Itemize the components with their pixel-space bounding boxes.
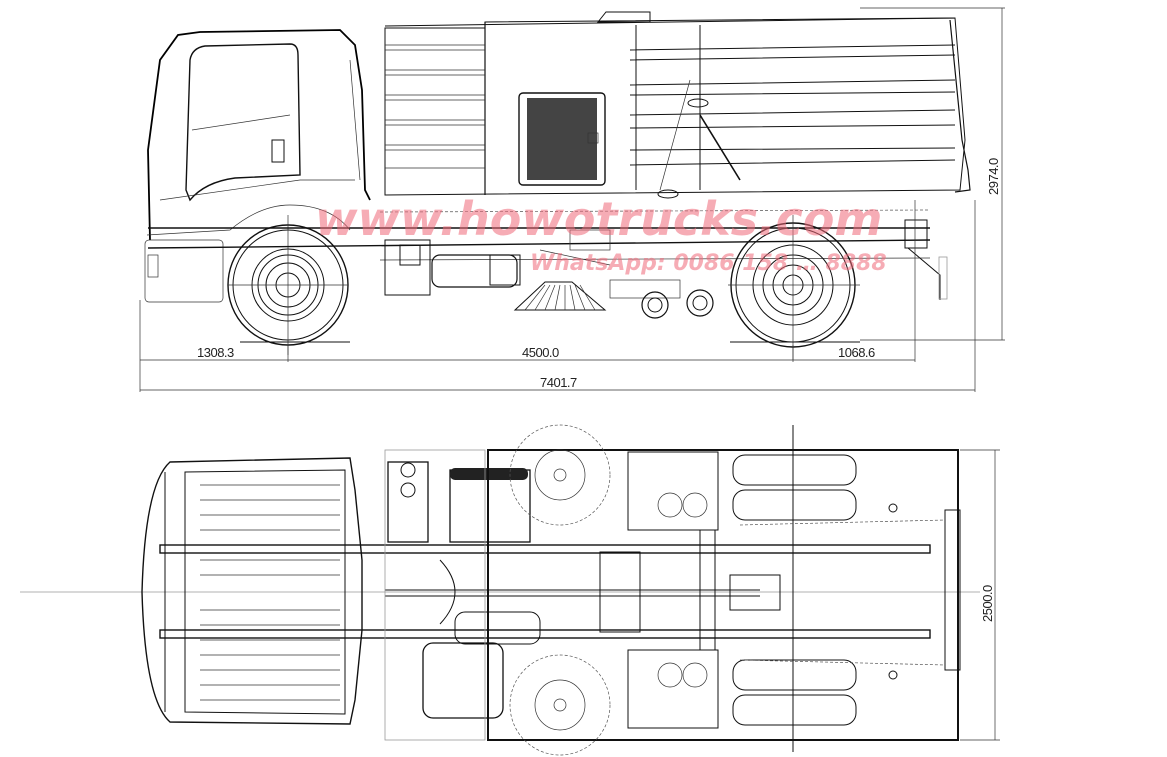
chassis-top (159, 544, 931, 645)
side-dimensions (139, 7, 1005, 392)
dim-overall-length: 7401.7 (540, 375, 577, 390)
watermark-whatsapp: WhatsApp: 0086 158 … 8888 (530, 251, 887, 276)
watermark-website: www.howotrucks.com (315, 192, 882, 246)
side-view: 1308.3 4500.0 1068.6 7401.7 2974.0 www.h… (139, 7, 1005, 392)
dim-rear-overhang: 1068.6 (838, 345, 875, 360)
hopper-top (487, 424, 961, 756)
top-view: 2500.0 (20, 424, 1000, 756)
fan-grille (527, 98, 597, 180)
dim-overall-width: 2500.0 (980, 585, 995, 622)
cab-top (141, 457, 363, 725)
rear-bracket (904, 219, 948, 300)
sweeper-body (384, 11, 971, 199)
cab-side (144, 29, 371, 303)
dim-front-overhang: 1308.3 (197, 345, 234, 360)
dim-wheelbase: 4500.0 (522, 345, 559, 360)
top-equipment (384, 449, 531, 741)
under-body-equipment (384, 229, 714, 319)
dim-overall-height: 2974.0 (986, 158, 1001, 195)
